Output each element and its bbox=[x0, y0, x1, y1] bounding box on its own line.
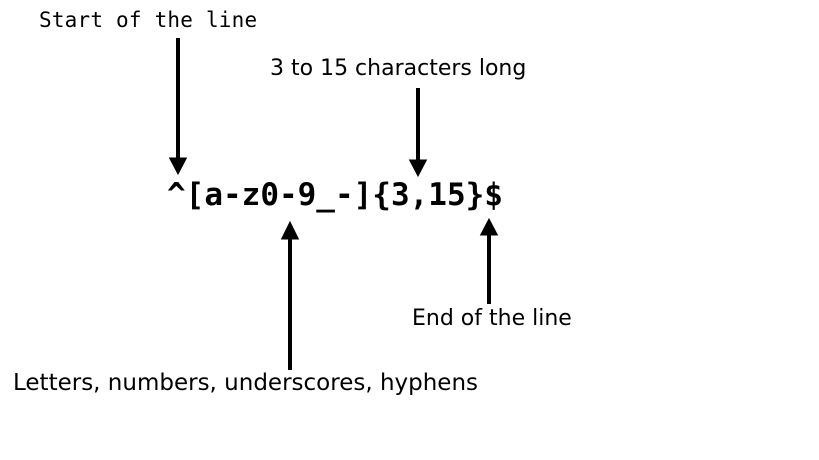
clipped-text-fragment: , bbox=[0, 372, 2, 395]
arrow-character-class bbox=[276, 220, 304, 370]
arrow-start-of-line bbox=[164, 38, 192, 178]
arrow-length-quantifier bbox=[404, 88, 432, 180]
arrow-end-of-line bbox=[475, 217, 503, 304]
regex-pattern: ^[a-z0-9_-]{3,15}$ bbox=[167, 177, 503, 213]
label-start-of-line: Start of the line bbox=[39, 8, 258, 32]
label-end-of-line: End of the line bbox=[412, 306, 572, 331]
label-length-quantifier: 3 to 15 characters long bbox=[270, 56, 527, 81]
label-character-class: Letters, numbers, underscores, hyphens bbox=[13, 370, 479, 396]
